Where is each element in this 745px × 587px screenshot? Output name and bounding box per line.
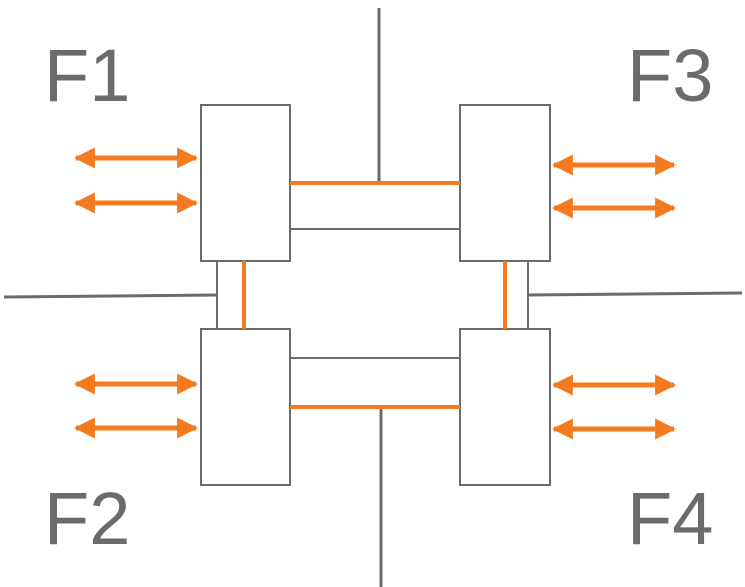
bridge-top xyxy=(289,182,461,230)
divider-right xyxy=(527,291,743,297)
bridge-bottom xyxy=(289,357,461,408)
switch-box-f1 xyxy=(200,104,291,262)
switch-box-f3 xyxy=(459,104,551,262)
external-port-arrows xyxy=(73,147,677,440)
bridge-left xyxy=(216,260,245,330)
label-f1: F1 xyxy=(44,34,130,117)
label-f3: F3 xyxy=(627,34,713,117)
label-f2: F2 xyxy=(44,477,130,560)
divider-left xyxy=(3,293,218,299)
switch-box-f4 xyxy=(459,328,551,486)
inter-switch-links xyxy=(242,181,507,409)
label-f4: F4 xyxy=(627,477,713,560)
bridge-right xyxy=(504,260,529,330)
switch-box-f2 xyxy=(200,328,291,486)
